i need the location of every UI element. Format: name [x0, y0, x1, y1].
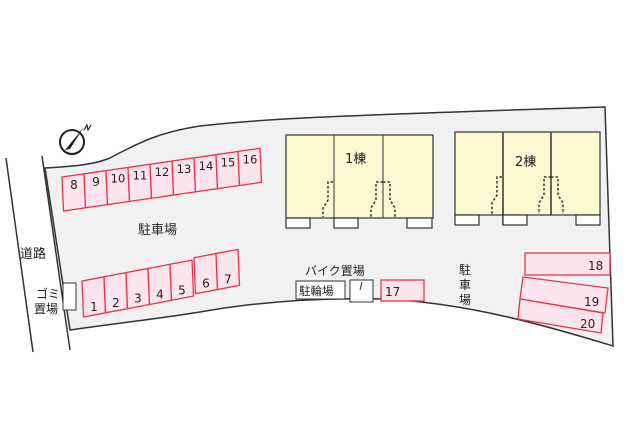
stall-number-10: 10: [111, 172, 126, 186]
stall-number-12: 12: [155, 165, 170, 179]
stall-number-9: 9: [92, 175, 100, 189]
bike-area-mark: [359, 281, 363, 291]
road-edge-right: [41, 155, 71, 351]
parking-stall-18: [524, 252, 611, 276]
stall-number-11: 11: [133, 168, 148, 182]
stall-number-17: 17: [385, 285, 400, 299]
bicycle-area: [295, 280, 346, 300]
road-edge-left: [5, 157, 34, 353]
parking-label: 駐車場: [138, 223, 177, 238]
stall-number-5: 5: [178, 283, 186, 297]
bike-area: [349, 279, 374, 303]
parking-stall-7: [215, 248, 241, 291]
building-2: [454, 131, 601, 226]
stall-number-7: 7: [224, 273, 232, 287]
parking-stall-5: [169, 259, 195, 302]
parking-stall-19: [519, 276, 609, 314]
stall-number-6: 6: [202, 277, 210, 291]
stall-number-15: 15: [221, 156, 236, 170]
garbage-label-1: ゴミ: [36, 286, 60, 301]
stall-number-20: 20: [580, 317, 595, 331]
building-2-label: 2棟: [515, 155, 536, 170]
garbage-area: [62, 282, 77, 311]
road-label: 道路: [20, 246, 46, 262]
parking-right-label-2: 車: [459, 278, 471, 292]
parking-right-label-1: 駐: [459, 262, 471, 277]
stall-number-1: 1: [90, 300, 98, 314]
garbage-label-2: 置場: [34, 302, 58, 316]
stall-number-19: 19: [584, 295, 599, 309]
stall-number-16: 16: [243, 152, 258, 166]
building-1-label: 1棟: [345, 152, 366, 167]
parking-stall-17: [380, 279, 425, 302]
stall-number-13: 13: [177, 162, 192, 176]
parking-stall-16: [237, 147, 263, 187]
stall-number-18: 18: [588, 259, 603, 273]
north-arrow-icon: [59, 123, 92, 155]
stall-number-4: 4: [156, 287, 164, 301]
stall-number-2: 2: [112, 296, 120, 310]
bike-area-label: バイク置場: [305, 264, 365, 278]
parking-right-label-3: 場: [459, 293, 471, 307]
stall-number-3: 3: [134, 292, 142, 306]
stall-number-14: 14: [199, 159, 214, 173]
stall-number-8: 8: [70, 178, 78, 192]
building-1: [285, 134, 434, 229]
bicycle-area-label: 駐輪場: [299, 284, 334, 298]
parking-stall-20: [517, 298, 604, 334]
